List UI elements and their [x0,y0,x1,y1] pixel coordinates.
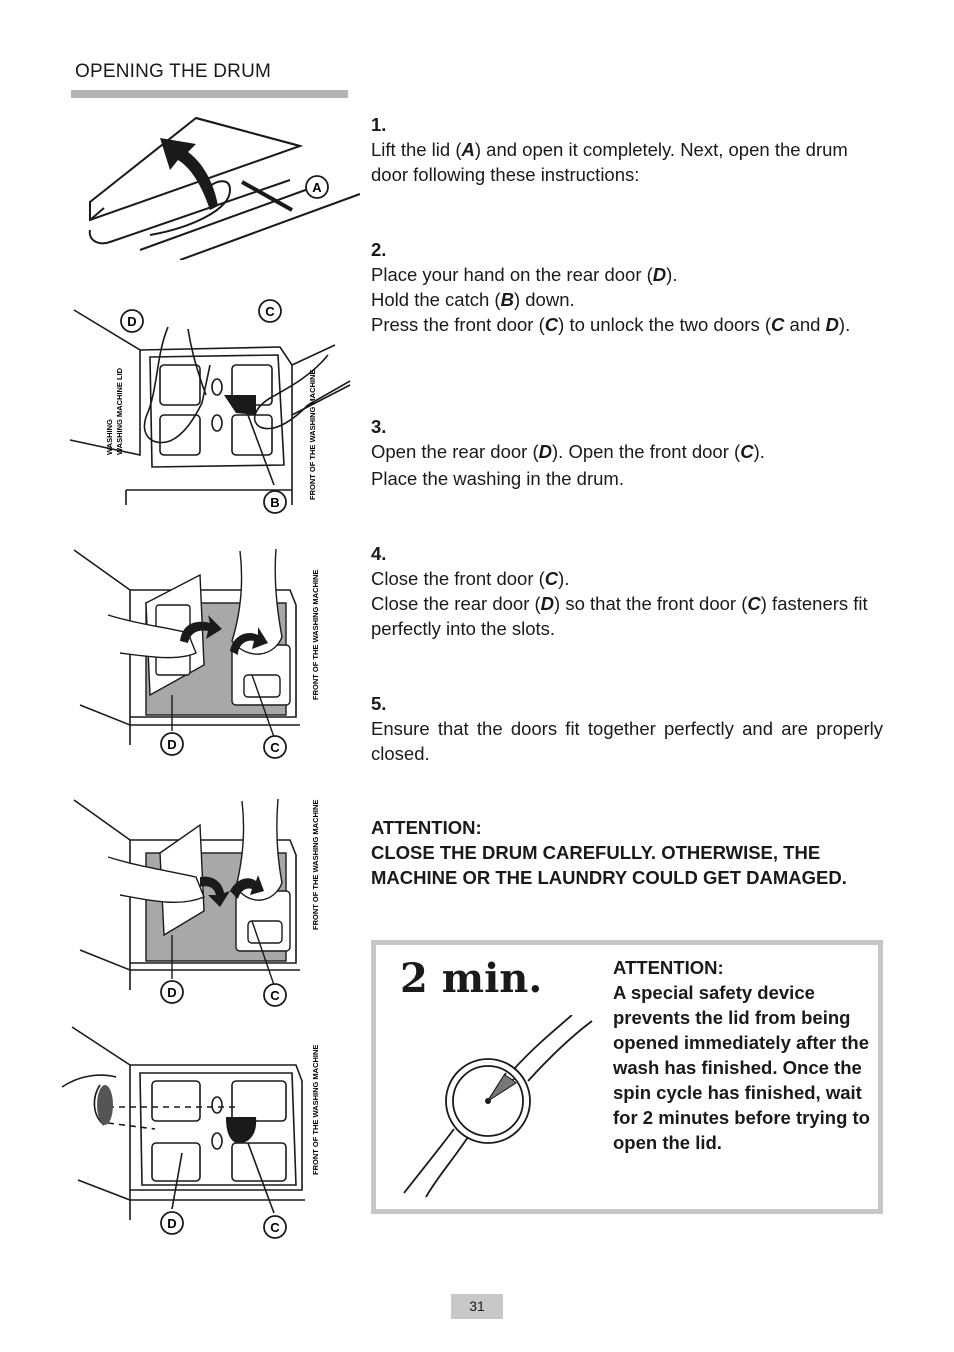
label-c: C [270,740,280,755]
label-c: C [265,304,275,319]
safety-heading: ATTENTION: [613,957,724,978]
step-text: Close the rear door (D) so that the fron… [371,593,868,639]
step-text: Press the front door (C) to unlock the t… [371,314,851,335]
attention-warning: ATTENTION: CLOSE THE DRUM CAREFULLY. OTH… [371,815,883,890]
label-a: A [312,180,322,195]
label-d: D [167,985,176,1000]
illustration-check-closed: FRONT OF THE WASHING MACHINE D C [60,1025,360,1245]
step-4: 4. Close the front door (C). Close the r… [371,541,883,641]
attention-text: CLOSE THE DRUM CAREFULLY. OTHERWISE, THE… [371,842,847,888]
label-d: D [167,1216,176,1231]
attention-heading: ATTENTION: [371,817,482,838]
label-d: D [167,737,176,752]
watch-icon [396,1014,596,1205]
step-number: 2. [371,239,387,260]
safety-text: ATTENTION: A special safety device preve… [613,955,879,1155]
step-3: 3. Open the rear door (D). Open the fron… [371,414,883,491]
step-number: 5. [371,693,387,714]
step-5: 5. Ensure that the doors fit together pe… [371,691,883,766]
illustration-open-doors: FRONT OF THE WASHING MACHINE D C [60,545,360,765]
front-label: FRONT OF THE WASHING MACHINE [311,1045,320,1175]
lid-label-line1: WASHING [105,419,114,455]
illustration-lift-lid: A [60,110,360,260]
safety-device-box: 2 min. ATTENTION: A special safety devic… [371,940,883,1214]
safety-body: A special safety device prevents the lid… [613,982,870,1153]
step-text: Place your hand on the rear door (D). [371,264,678,285]
step-number: 3. [371,416,387,437]
two-min-badge: 2 min. [400,955,543,1002]
illustration-close-doors: FRONT OF THE WASHING MACHINE D C [60,795,360,1015]
front-label: FRONT OF THE WASHING MACHINE [308,370,317,500]
title-rule [71,90,348,98]
label-c: C [270,1220,280,1235]
step-2: 2. Place your hand on the rear door (D).… [371,237,883,337]
label-d: D [127,314,136,329]
label-b: B [270,495,279,510]
step-text: Place the washing in the drum. [371,468,624,489]
step-number: 1. [371,114,387,135]
section-title: OPENING THE DRUM [75,61,272,82]
front-label: FRONT OF THE WASHING MACHINE [311,570,320,700]
lid-label: WASHING MACHINE LID [115,367,124,455]
page-number: 31 [451,1294,503,1319]
step-text: Close the front door (C). [371,568,570,589]
step-1: 1. Lift the lid (A) and open it complete… [371,112,883,187]
step-text: Ensure that the doors fit together perfe… [371,718,883,764]
step-text: Hold the catch (B) down. [371,289,575,310]
front-label: FRONT OF THE WASHING MACHINE [311,800,320,930]
step-text: Lift the lid (A) and open it completely.… [371,139,848,185]
step-number: 4. [371,543,387,564]
illustration-unlock-doors: WASHING WASHING MACHINE LID FRONT OF THE… [60,295,360,520]
step-text: Open the rear door (D). Open the front d… [371,441,765,462]
label-c: C [270,988,280,1003]
